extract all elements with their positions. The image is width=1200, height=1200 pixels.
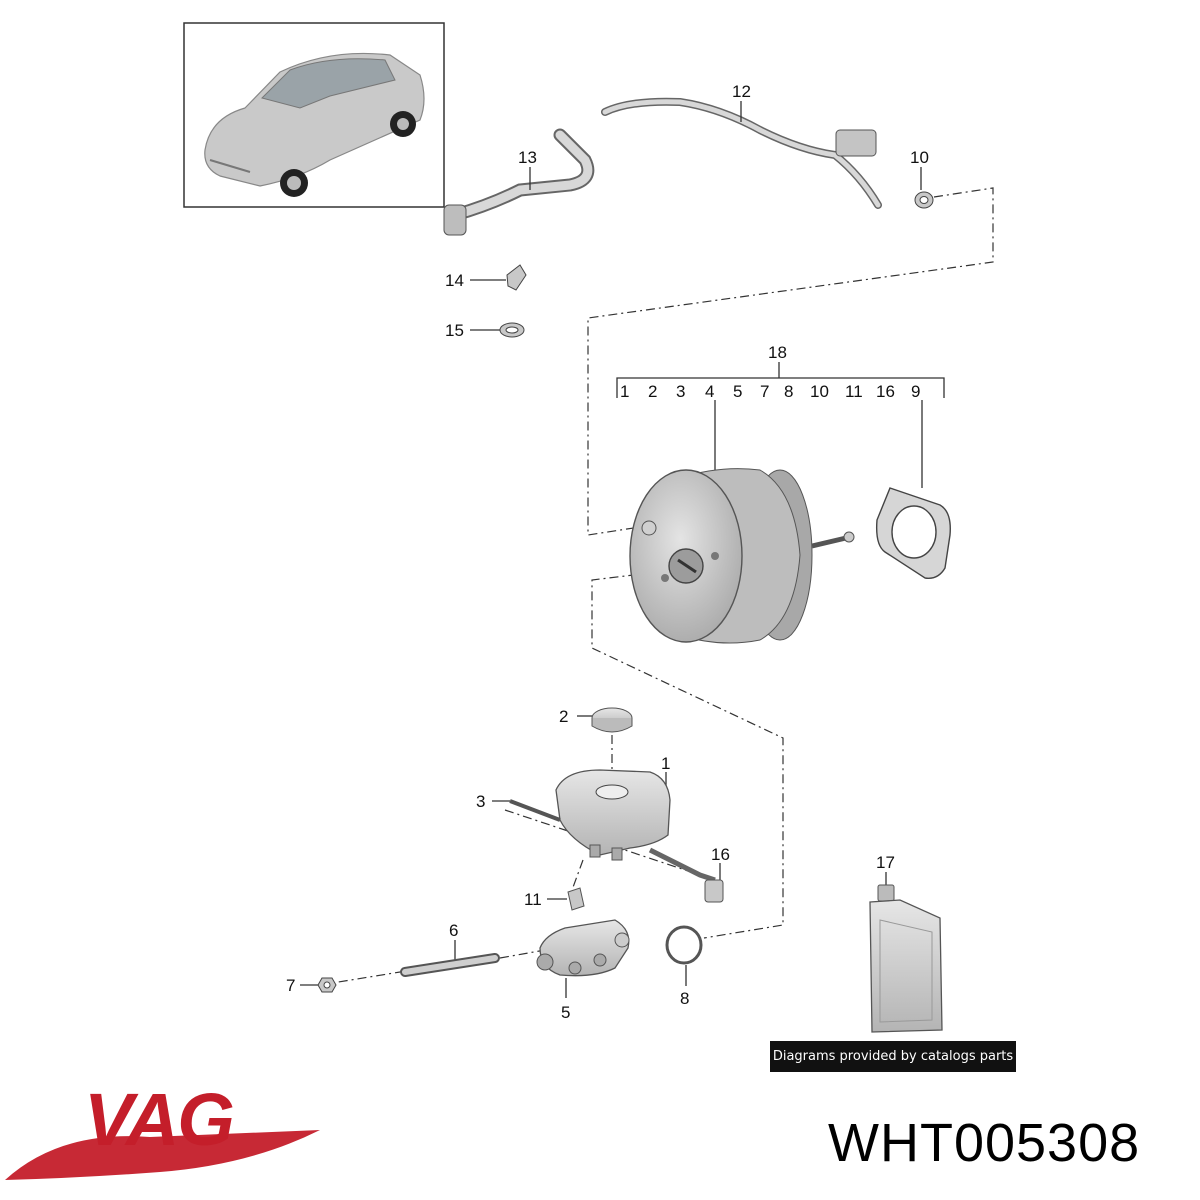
kit-item: 7: [760, 382, 770, 401]
kit-item: 8: [784, 382, 794, 401]
callout-17: 17: [876, 853, 895, 872]
kit-item: 10: [810, 382, 829, 401]
callout-7: 7: [286, 976, 296, 995]
callout-15: 15: [445, 321, 464, 340]
callout-6: 6: [449, 921, 459, 940]
callout-10: 10: [910, 148, 929, 167]
callout-11: 11: [524, 890, 542, 909]
pushrod-6: [400, 953, 500, 977]
vacuum-line-12: [601, 97, 882, 209]
reservoir-cap-2: [591, 707, 633, 733]
callout-3: 3: [476, 792, 486, 811]
callout-14: 14: [445, 271, 464, 290]
vag-logo-swoosh: [5, 1130, 320, 1180]
callout-8: 8: [680, 989, 690, 1008]
callout-1: 1: [661, 754, 671, 773]
grommet-10: [914, 191, 934, 209]
kit-item: 4: [705, 382, 715, 401]
kit-item: 2: [648, 382, 658, 401]
level-sensor-16: [648, 847, 724, 903]
part-number: WHT005308: [828, 1113, 1141, 1173]
brake-fluid-bottle-17: [869, 884, 943, 1033]
nut-7: [317, 977, 337, 993]
kit-item: 1: [620, 382, 630, 401]
kit-item: 16: [876, 382, 895, 401]
vacuum-hose-13: [443, 128, 595, 236]
brand-logo: VAG: [84, 1078, 235, 1161]
kit-item: 11: [845, 382, 863, 401]
callout-2: 2: [559, 707, 569, 726]
pin-3: [509, 799, 561, 822]
callout-16: 16: [711, 845, 730, 864]
callout-12: 12: [732, 82, 751, 101]
gasket-9: [875, 487, 951, 579]
callout-18: 18: [768, 343, 787, 362]
kit-item: 3: [676, 382, 686, 401]
callout-5: 5: [561, 1003, 571, 1022]
vehicle-thumbnail: [183, 22, 445, 208]
leader-lines: [300, 101, 945, 998]
brake-booster-4: [629, 468, 855, 644]
clamp-15: [499, 322, 525, 338]
kit-item: 5: [733, 382, 743, 401]
o-ring-8: [665, 925, 703, 965]
kit-item: 9: [911, 382, 921, 401]
master-cylinder-5: [536, 919, 630, 977]
diagram-credit: Diagrams provided by catalogs parts: [770, 1041, 1016, 1072]
callout-13: 13: [518, 148, 537, 167]
clip-14: [506, 264, 527, 291]
seal-11: [567, 887, 585, 911]
fluid-reservoir-1: [555, 769, 671, 861]
